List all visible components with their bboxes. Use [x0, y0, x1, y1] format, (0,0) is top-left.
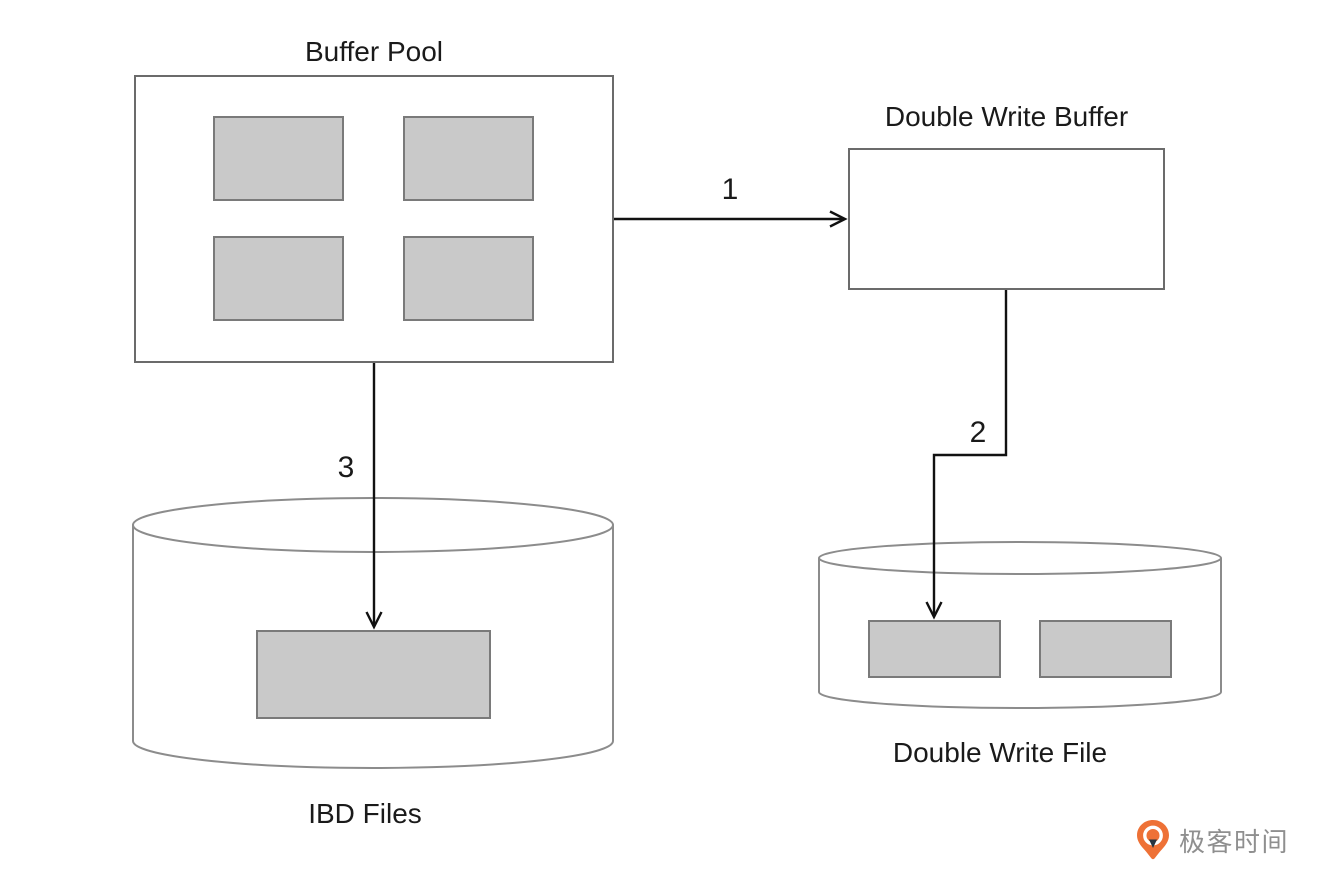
buffer-pool-title: Buffer Pool — [304, 36, 444, 67]
geektime-logo: 极客时间 — [1136, 819, 1289, 861]
buffer-pool-page-rect — [403, 236, 534, 321]
ibd-files-page-rect — [256, 630, 491, 719]
double-write-file-page-rect — [868, 620, 1001, 678]
edge-2-arrow — [925, 290, 1008, 620]
double-write-buffer-title: Double Write Buffer — [884, 101, 1129, 132]
ibd-files-title: IBD Files — [308, 798, 422, 829]
buffer-pool-page-rect — [213, 116, 344, 201]
edge-2-label: 2 — [969, 416, 987, 449]
double-write-file-title: Double Write File — [892, 737, 1108, 768]
edge-1-label: 1 — [721, 173, 739, 206]
double-write-file-page-rect — [1039, 620, 1172, 678]
buffer-pool-page-rect — [403, 116, 534, 201]
geektime-pin-icon — [1137, 820, 1169, 860]
edge-3-label: 3 — [337, 451, 355, 484]
geektime-logo-text: 极客时间 — [1179, 826, 1290, 857]
edge-3-arrow — [365, 363, 383, 630]
buffer-pool-page-rect — [213, 236, 344, 321]
double-write-buffer-box — [848, 148, 1165, 290]
edge-1-arrow — [614, 210, 848, 228]
buffer-pool-box — [134, 75, 614, 363]
